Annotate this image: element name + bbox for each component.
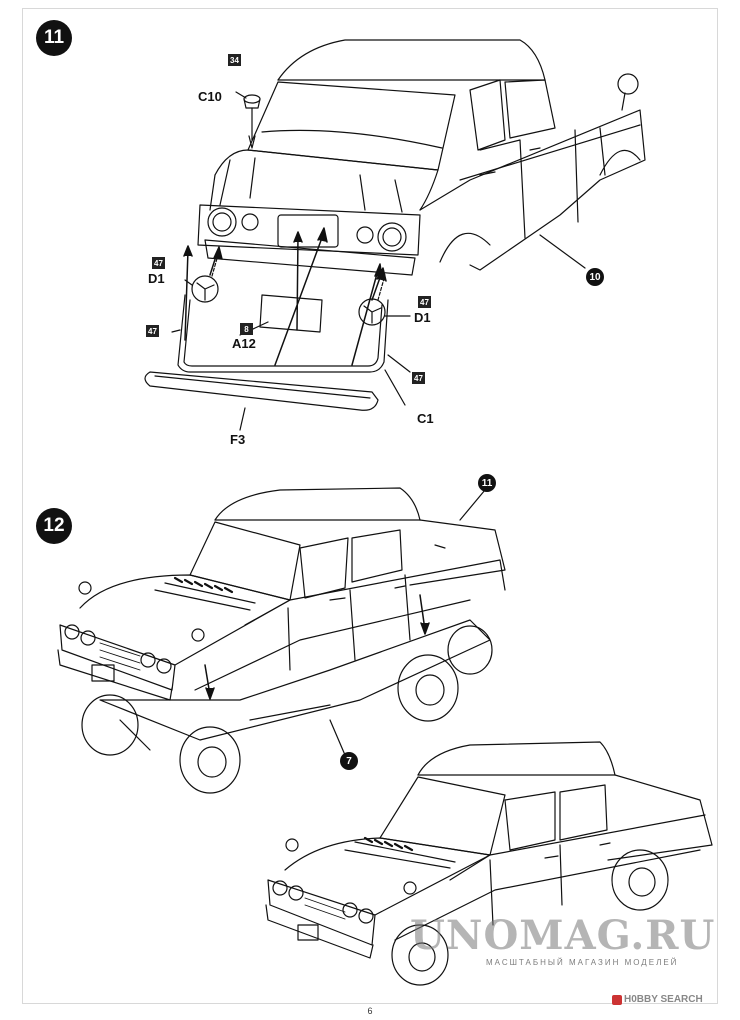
completed-car bbox=[265, 741, 713, 986]
ref-number-10: 10 bbox=[586, 268, 604, 286]
step12-arrows bbox=[204, 594, 430, 700]
c1-bumper-frame bbox=[171, 294, 411, 406]
part-label-f3: F3 bbox=[230, 432, 246, 447]
page-border bbox=[22, 8, 718, 1004]
step12-chassis bbox=[81, 619, 493, 794]
watermark-subtitle: МАСШТАБНЫЙ МАГАЗИН МОДЕЛЕЙ bbox=[486, 958, 679, 967]
part-label-c10: C10 bbox=[198, 89, 222, 104]
part-label-d1-right: D1 bbox=[414, 310, 431, 325]
hobby-search-logo: H0BBY SEARCH bbox=[612, 994, 703, 1005]
step11-car-body bbox=[197, 39, 646, 276]
step-number-12: 12 bbox=[36, 508, 72, 544]
paint-code-bumper-left: 47 bbox=[146, 325, 159, 337]
paint-code-bumper-right: 47 bbox=[412, 372, 425, 384]
step11-arrows bbox=[183, 227, 387, 366]
paint-code-d1-right: 47 bbox=[418, 296, 431, 308]
paint-code-a12: 8 bbox=[240, 323, 253, 335]
leader-11 bbox=[459, 489, 486, 521]
leader-10 bbox=[539, 234, 586, 269]
page-number: 6 bbox=[367, 1006, 373, 1016]
part-label-d1-left: D1 bbox=[148, 271, 165, 286]
d1-right-part bbox=[358, 274, 411, 326]
paint-code-d1-left: 47 bbox=[152, 257, 165, 269]
hobby-search-logo-text: H0BBY SEARCH bbox=[624, 994, 703, 1005]
leader-7 bbox=[329, 719, 346, 756]
ref-number-7: 7 bbox=[340, 752, 358, 770]
part-label-a12: A12 bbox=[232, 336, 256, 351]
paint-code-c10: 34 bbox=[228, 54, 241, 66]
d1-left-part bbox=[184, 254, 219, 303]
hobby-search-logo-icon bbox=[612, 994, 622, 1005]
step12-car-body bbox=[57, 487, 506, 701]
watermark-title: UNOMAG.RU bbox=[410, 912, 716, 959]
part-label-c1: C1 bbox=[417, 411, 434, 426]
c10-part bbox=[235, 91, 261, 149]
step-number-11: 11 bbox=[36, 20, 72, 56]
ref-number-11: 11 bbox=[478, 474, 496, 492]
f3-bumper-bar bbox=[144, 371, 379, 431]
